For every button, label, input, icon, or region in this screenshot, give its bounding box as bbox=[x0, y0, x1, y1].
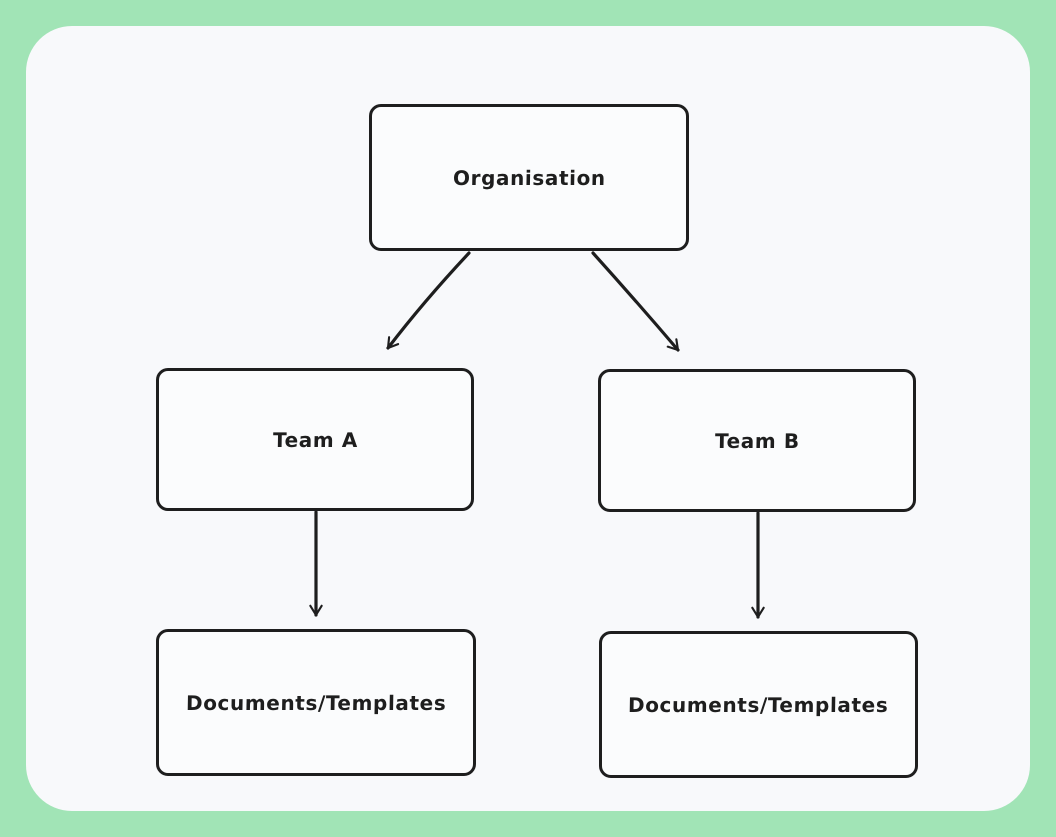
whiteboard-canvas[interactable]: Organisation Team A Team B Documents/Tem… bbox=[26, 26, 1030, 811]
node-team-b[interactable]: Team B bbox=[598, 369, 916, 512]
node-documents-templates-b-label: Documents/Templates bbox=[628, 692, 889, 717]
edge-organisation-to-team-b[interactable] bbox=[591, 251, 680, 352]
node-team-b-label: Team B bbox=[714, 428, 800, 453]
node-documents-templates-b[interactable]: Documents/Templates bbox=[599, 631, 918, 778]
node-team-a-label: Team A bbox=[272, 427, 358, 452]
node-documents-templates-a[interactable]: Documents/Templates bbox=[156, 629, 476, 776]
node-organisation[interactable]: Organisation bbox=[369, 104, 689, 251]
node-team-a[interactable]: Team A bbox=[156, 368, 474, 511]
edge-organisation-to-team-a[interactable] bbox=[386, 251, 471, 350]
connector-layer bbox=[309, 251, 765, 619]
node-documents-templates-a-label: Documents/Templates bbox=[185, 690, 447, 715]
node-organisation-label: Organisation bbox=[452, 165, 606, 190]
